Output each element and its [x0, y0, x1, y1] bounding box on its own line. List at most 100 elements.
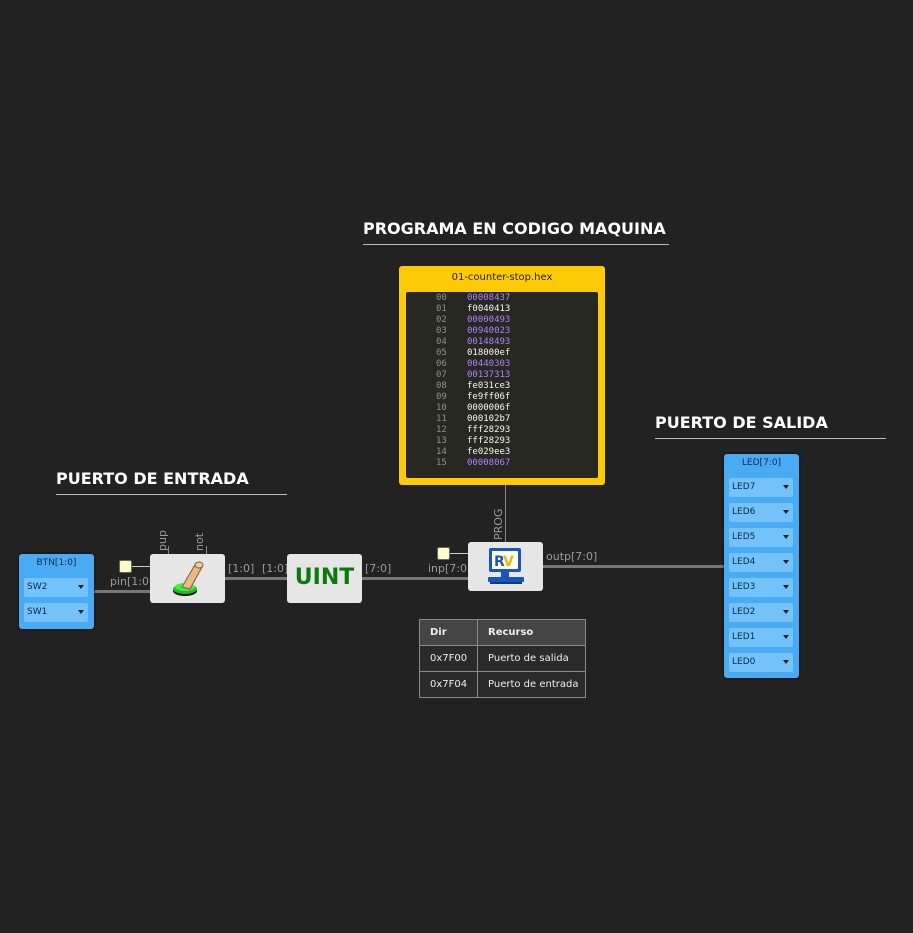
led-select-label: LED5 — [732, 532, 756, 542]
table-cell-dir: 0x7F04 — [419, 671, 478, 698]
hex-line-number: 06 — [436, 359, 447, 369]
cpu-block[interactable]: R V — [468, 542, 543, 591]
not-stub — [206, 546, 207, 554]
hex-line-value: fe9ff06f — [467, 392, 511, 402]
btn-select-sw1[interactable]: SW1 — [24, 603, 88, 622]
hex-line: 02 00000493 — [406, 315, 598, 326]
led-select-led0[interactable]: LED0 — [729, 653, 793, 672]
hex-line-value: fff28293 — [467, 425, 511, 435]
pin-label: pin[1:0] — [110, 575, 154, 588]
chevron-down-icon — [783, 510, 789, 514]
pup-stub — [168, 546, 169, 554]
hex-line-value: 00440303 — [467, 359, 511, 369]
wire-uint-to-cpu — [362, 577, 468, 580]
chevron-down-icon — [78, 610, 84, 614]
pup-arrow-line — [132, 566, 150, 567]
led-select-led1[interactable]: LED1 — [729, 628, 793, 647]
hex-line-number: 02 — [436, 315, 447, 325]
btn-select-label: SW1 — [27, 607, 48, 617]
hex-line-value: 00000493 — [467, 315, 511, 325]
hex-line-value: 018000ef — [467, 348, 511, 358]
btn-panel: BTN[1:0] SW2 SW1 — [19, 554, 94, 629]
chevron-down-icon — [783, 660, 789, 664]
hex-line: 04 00148493 — [406, 337, 598, 348]
output-heading: PUERTO DE SALIDA — [655, 413, 828, 432]
table-header-recurso: Recurso — [477, 619, 586, 646]
input-heading: PUERTO DE ENTRADA — [56, 469, 249, 488]
uint-label: UINT — [294, 565, 355, 590]
hex-line-number: 11 — [436, 414, 447, 424]
hex-line-number: 03 — [436, 326, 447, 336]
pup-label: pup — [156, 530, 169, 551]
led-select-label: LED7 — [732, 482, 756, 492]
wire-button-to-uint — [225, 577, 287, 580]
push-button-block[interactable] — [150, 554, 225, 603]
resource-table: Dir Recurso 0x7F00 Puerto de salida 0x7F… — [419, 619, 586, 698]
led-select-led6[interactable]: LED6 — [729, 503, 793, 522]
hex-line: 03 00940023 — [406, 326, 598, 337]
riscv-monitor-icon: R V — [488, 548, 524, 584]
hex-filename: 01-counter-stop.hex — [451, 272, 553, 283]
uint-block[interactable]: UINT — [287, 554, 362, 603]
hex-line: 06 00440303 — [406, 359, 598, 370]
hex-line-value: 00940023 — [467, 326, 511, 336]
hex-line-number: 04 — [436, 337, 447, 347]
hex-line-value: 00008067 — [467, 458, 511, 468]
chevron-down-icon — [783, 535, 789, 539]
led-select-led4[interactable]: LED4 — [729, 553, 793, 572]
hex-line-number: 13 — [436, 436, 447, 446]
chevron-down-icon — [783, 485, 789, 489]
input-heading-underline — [56, 494, 287, 495]
inp-arrow-line — [450, 553, 468, 554]
hex-line-number: 00 — [436, 293, 447, 303]
led-select-label: LED6 — [732, 507, 756, 517]
led-select-led5[interactable]: LED5 — [729, 528, 793, 547]
svg-text:R: R — [494, 554, 505, 570]
led-select-label: LED2 — [732, 607, 756, 617]
hex-line: 15 00008067 — [406, 458, 598, 469]
prog-label: PROG — [492, 508, 505, 540]
table-cell-dir: 0x7F00 — [419, 645, 478, 672]
led-select-led2[interactable]: LED2 — [729, 603, 793, 622]
not-label: not — [193, 532, 206, 551]
wire-cpu-to-led — [543, 565, 724, 568]
inp-toggle[interactable] — [437, 547, 450, 560]
hex-line-number: 08 — [436, 381, 447, 391]
chevron-down-icon — [78, 585, 84, 589]
led-panel-title: LED[7:0] — [741, 458, 782, 468]
led-select-led3[interactable]: LED3 — [729, 578, 793, 597]
table-cell-recurso: Puerto de entrada — [477, 671, 586, 698]
wire-prog — [505, 485, 506, 542]
table-row: 0x7F00 Puerto de salida — [419, 645, 586, 672]
hex-line-number: 10 — [436, 403, 447, 413]
hex-line-number: 15 — [436, 458, 447, 468]
hex-line-value: 00148493 — [467, 337, 511, 347]
outp-label: outp[7:0] — [546, 550, 598, 563]
hex-line-number: 05 — [436, 348, 447, 358]
led-select-label: LED4 — [732, 557, 756, 567]
chevron-down-icon — [783, 585, 789, 589]
button-out-label: [1:0] — [228, 562, 255, 575]
led-select-label: LED0 — [732, 657, 756, 667]
program-heading-underline — [363, 244, 669, 245]
pup-toggle[interactable] — [119, 560, 132, 573]
led-select-led7[interactable]: LED7 — [729, 478, 793, 497]
hex-line-number: 01 — [436, 304, 447, 314]
btn-select-sw2[interactable]: SW2 — [24, 578, 88, 597]
led-select-label: LED1 — [732, 632, 756, 642]
chevron-down-icon — [783, 560, 789, 564]
led-select-label: LED3 — [732, 582, 756, 592]
btn-panel-title: BTN[1:0] — [36, 558, 77, 568]
wire-btn-to-button — [93, 590, 150, 593]
btn-select-label: SW2 — [27, 582, 48, 592]
inp-label: inp[7:0] — [428, 562, 472, 575]
